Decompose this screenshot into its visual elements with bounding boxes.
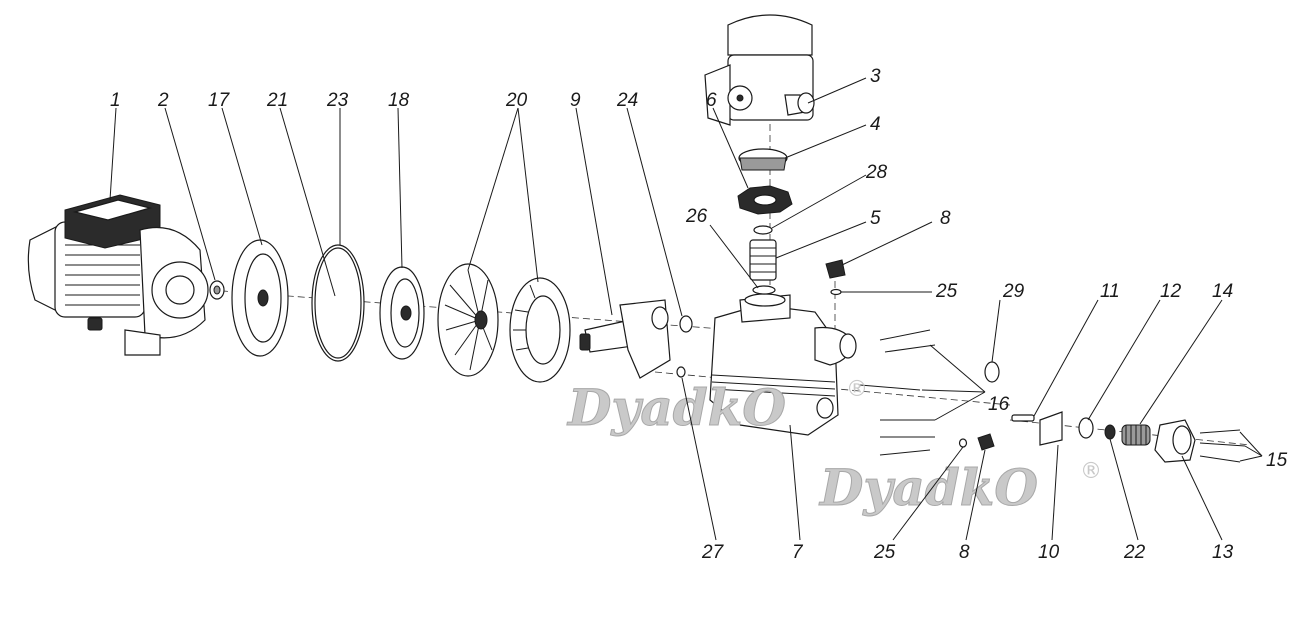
callout-23: 23 <box>326 90 349 111</box>
callout-29: 29 <box>1002 281 1025 302</box>
callout-25-top: 25 <box>935 281 958 302</box>
seal-ring-24 <box>679 315 693 333</box>
callout-28: 28 <box>865 162 888 183</box>
diffuser-part-a <box>437 263 499 377</box>
leader-lines <box>109 77 1263 541</box>
washer-25-bottom <box>958 438 968 448</box>
seal-22 <box>1104 424 1116 440</box>
callout-5: 5 <box>870 208 881 229</box>
shaft-ring-part <box>209 280 225 300</box>
callout-2: 2 <box>157 90 169 111</box>
drain-plug-bottom <box>977 433 995 451</box>
o-ring-part <box>311 244 365 362</box>
star-nut-part <box>737 185 793 215</box>
impeller-disc-part <box>379 266 425 360</box>
watermark-mark-2: ® <box>1080 459 1102 484</box>
callout-4: 4 <box>870 114 881 135</box>
callout-7: 7 <box>792 542 804 563</box>
watermark-mark-1: ® <box>846 377 868 402</box>
pin-11 <box>1011 414 1035 422</box>
spring-14 <box>1121 424 1151 446</box>
callout-20: 20 <box>505 90 528 111</box>
check-ring-29 <box>984 361 1000 383</box>
callout-17: 17 <box>208 90 231 111</box>
callout-25-bottom: 25 <box>873 542 896 563</box>
callout-10: 10 <box>1038 542 1060 563</box>
callout-16: 16 <box>988 394 1010 415</box>
seal-ring-27 <box>676 366 686 378</box>
screws-15 <box>1199 429 1246 463</box>
callout-11: 11 <box>1100 281 1120 302</box>
drain-plug-top <box>825 259 846 279</box>
watermark-text-1: DyadkO <box>566 378 786 437</box>
bolts-16 <box>859 329 936 456</box>
callout-12: 12 <box>1160 281 1182 302</box>
callout-9: 9 <box>570 90 581 111</box>
washer-28 <box>753 225 773 235</box>
plate-10 <box>1039 411 1063 446</box>
callout-labels: 1 2 17 21 23 18 20 9 24 6 3 4 28 26 5 8 … <box>110 66 1288 563</box>
diffuser-part-b <box>509 277 571 383</box>
pressure-controller-part <box>704 14 815 126</box>
motor-part <box>27 194 209 356</box>
gasket-26 <box>752 285 776 295</box>
callout-3: 3 <box>870 66 881 87</box>
callout-6: 6 <box>706 90 717 111</box>
callout-22: 22 <box>1123 542 1146 563</box>
callout-18: 18 <box>388 90 410 111</box>
pump-housing-part <box>709 293 857 436</box>
callout-1: 1 <box>110 90 121 111</box>
nipple-part <box>749 239 777 281</box>
watermark: DyadkO ® DyadkO ® <box>566 377 1103 518</box>
end-cover-13 <box>1154 419 1196 463</box>
callout-26: 26 <box>685 206 708 227</box>
callout-15: 15 <box>1266 450 1288 471</box>
ejector-part <box>579 299 671 379</box>
callout-21: 21 <box>266 90 288 111</box>
union-nut-part <box>738 148 788 171</box>
callout-27: 27 <box>701 542 725 563</box>
callout-24: 24 <box>616 90 638 111</box>
washer-25-top <box>830 288 842 296</box>
callout-8-top: 8 <box>940 208 951 229</box>
callout-13: 13 <box>1212 542 1234 563</box>
back-plate-part <box>231 239 289 357</box>
callout-8-bottom: 8 <box>959 542 970 563</box>
watermark-text-2: DyadkO <box>818 458 1038 517</box>
callout-14: 14 <box>1212 281 1233 302</box>
washer-12 <box>1078 417 1094 439</box>
